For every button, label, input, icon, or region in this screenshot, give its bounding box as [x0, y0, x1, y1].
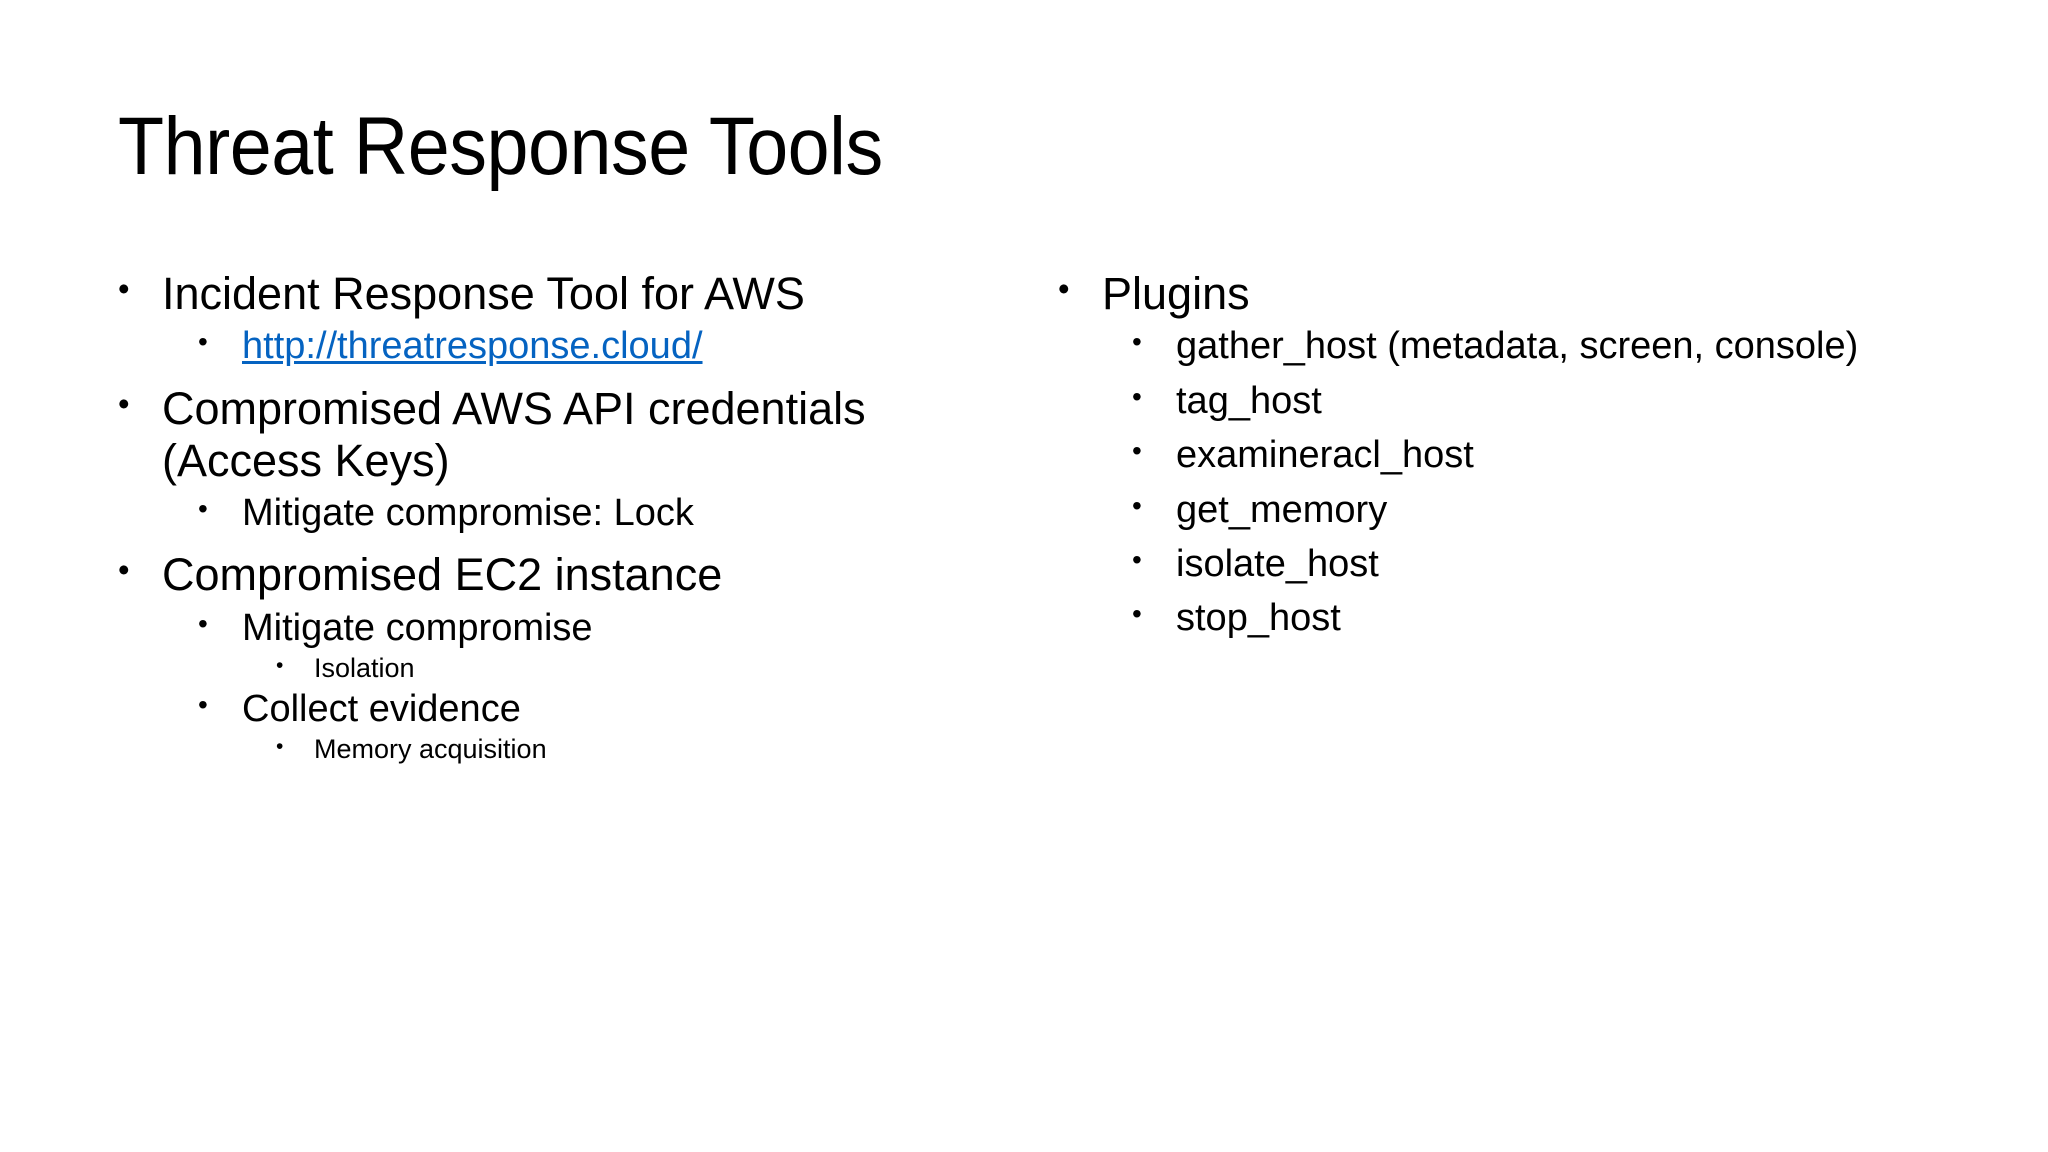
- list-item: • tag_host: [1132, 379, 1918, 423]
- list-item: • Mitigate compromise • Isolation: [198, 606, 958, 685]
- bullet-text: Isolation: [314, 653, 415, 684]
- bullet-row-level1: • Incident Response Tool for AWS: [118, 268, 958, 320]
- list-item: • isolate_host: [1132, 542, 1918, 586]
- bullet-point-icon: •: [1132, 326, 1142, 358]
- list-item: • http://threatresponse.cloud/: [198, 324, 958, 368]
- bullet-row-level2: • isolate_host: [1132, 542, 1918, 586]
- bullet-text: isolate_host: [1176, 543, 1379, 585]
- list-item: • stop_host: [1132, 596, 1918, 640]
- list-item: • Mitigate compromise: Lock: [198, 491, 958, 535]
- bullet-row-level2: • get_memory: [1132, 488, 1918, 532]
- bullet-point-icon: •: [118, 270, 130, 307]
- bullet-row-level2: • stop_host: [1132, 596, 1918, 640]
- list-item: • Plugins • gather_host (metadata, scree…: [1058, 268, 1918, 641]
- bullet-list-level2: • Mitigate compromise • Isolation: [198, 606, 958, 766]
- bullet-point-icon: •: [1132, 380, 1142, 412]
- list-item: • Compromised AWS API credentials (Acces…: [118, 383, 958, 536]
- bullet-point-icon: •: [198, 688, 208, 720]
- bullet-text: stop_host: [1176, 597, 1341, 640]
- content-placeholder-left: • Incident Response Tool for AWS • http:…: [118, 268, 958, 767]
- bullet-point-icon: •: [1132, 435, 1142, 467]
- bullet-row-level1: • Compromised AWS API credentials (Acces…: [118, 383, 958, 487]
- bullet-text: Compromised AWS API credentials (Access …: [162, 382, 866, 486]
- bullet-list-level2: • Mitigate compromise: Lock: [198, 491, 958, 535]
- list-item: • Collect evidence • Memory acquisition: [198, 687, 958, 766]
- bullet-point-icon: •: [1058, 270, 1070, 307]
- bullet-text: Compromised EC2 instance: [162, 549, 723, 601]
- bullet-text: get_memory: [1176, 488, 1388, 531]
- bullet-row-level2: • gather_host (metadata, screen, console…: [1132, 324, 1918, 368]
- bullet-list-level2: • gather_host (metadata, screen, console…: [1132, 324, 1918, 641]
- bullet-text: Plugins: [1102, 268, 1250, 319]
- bullet-point-icon: •: [1132, 544, 1142, 575]
- bullet-point-icon: •: [198, 493, 208, 525]
- bullet-list-level3: • Isolation: [276, 652, 958, 684]
- bullet-list-right: • Plugins • gather_host (metadata, scree…: [1058, 268, 1918, 641]
- bullet-row-level1: • Compromised EC2 instance: [118, 549, 958, 601]
- list-item: • Memory acquisition: [276, 733, 958, 765]
- bullet-point-icon: •: [1132, 598, 1142, 630]
- bullet-text: Incident Response Tool for AWS: [162, 268, 805, 319]
- bullet-row-level1: • Plugins: [1058, 268, 1918, 320]
- list-item: • get_memory: [1132, 488, 1918, 532]
- bullet-row-level2: • Collect evidence: [198, 687, 958, 731]
- bullet-row-level2: • Mitigate compromise: Lock: [198, 491, 958, 535]
- threatresponse-hyperlink[interactable]: http://threatresponse.cloud/: [242, 325, 703, 368]
- content-placeholder-right: • Plugins • gather_host (metadata, scree…: [1058, 268, 1918, 651]
- bullet-text: Memory acquisition: [314, 733, 547, 764]
- bullet-text: examineracl_host: [1176, 434, 1474, 477]
- bullet-point-icon: •: [276, 734, 284, 758]
- list-item: • Compromised EC2 instance • Mitigate co…: [118, 549, 958, 765]
- list-item: • examineracl_host: [1132, 433, 1918, 477]
- bullet-row-level3: • Memory acquisition: [276, 733, 958, 765]
- bullet-point-icon: •: [118, 384, 130, 422]
- bullet-text: gather_host (metadata, screen, console): [1176, 325, 1859, 368]
- bullet-point-icon: •: [118, 551, 130, 589]
- bullet-point-icon: •: [198, 607, 208, 639]
- bullet-row-level2: • examineracl_host: [1132, 433, 1918, 477]
- bullet-text: Mitigate compromise: Lock: [242, 492, 694, 535]
- slide-body: • Incident Response Tool for AWS • http:…: [0, 268, 2048, 1128]
- bullet-text: tag_host: [1176, 379, 1322, 422]
- bullet-text: Mitigate compromise: [242, 606, 593, 649]
- bullet-list-level2: • http://threatresponse.cloud/: [198, 324, 958, 368]
- bullet-point-icon: •: [1132, 489, 1142, 521]
- bullet-list-left: • Incident Response Tool for AWS • http:…: [118, 268, 958, 765]
- list-item: • Incident Response Tool for AWS • http:…: [118, 268, 958, 369]
- bullet-text: Collect evidence: [242, 687, 521, 730]
- bullet-list-level3: • Memory acquisition: [276, 733, 958, 765]
- bullet-row-level3: • Isolation: [276, 652, 958, 684]
- list-item: • gather_host (metadata, screen, console…: [1132, 324, 1918, 368]
- bullet-point-icon: •: [198, 326, 208, 358]
- bullet-point-icon: •: [276, 654, 284, 678]
- bullet-row-level2: • Mitigate compromise: [198, 606, 958, 650]
- slide-title: Threat Response Tools: [118, 101, 883, 192]
- bullet-row-level2: • tag_host: [1132, 379, 1918, 423]
- bullet-row-level2: • http://threatresponse.cloud/: [198, 324, 958, 368]
- list-item: • Isolation: [276, 652, 958, 684]
